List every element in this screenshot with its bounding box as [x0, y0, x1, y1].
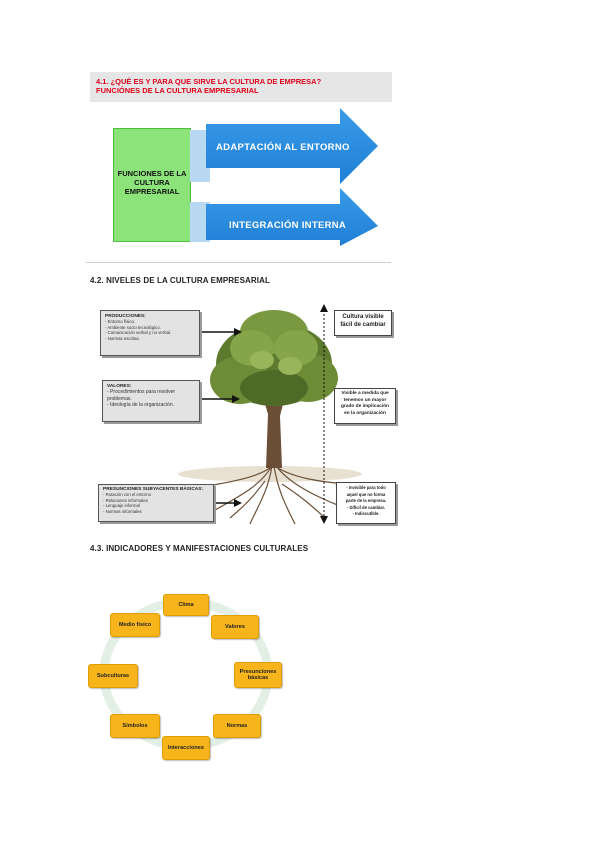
invisible-culture-line: - Difícil de cambiar. [346, 504, 386, 510]
visible-culture-line: Cultura visible [342, 314, 384, 320]
arrow-adaptacion-label: ADAPTACIÓN AL ENTORNO [216, 142, 350, 153]
tree-trunk [262, 386, 286, 468]
arrow-connector-bottom [190, 202, 210, 242]
valores-box: VALORES: - Procedimientos para resolver … [102, 380, 200, 422]
node-valores: Valores [211, 615, 259, 639]
node-normas: Normas [213, 714, 261, 738]
presunciones-item: - Normas informales [103, 508, 142, 514]
invisible-culture-line: - Invisible para todo [346, 485, 386, 490]
presunciones-item: - Rotación con el entorno [103, 492, 152, 497]
invisible-culture-box: - Invisible para todo aquel que no forma… [336, 482, 396, 524]
tree-canopy [210, 310, 338, 406]
node-simbolos: Símbolos [110, 714, 160, 738]
presunciones-item: - Lenguaje informal [103, 503, 140, 509]
implication-box: Visible a medida que tenemos un mayor gr… [334, 388, 396, 424]
section-41-heading-line2: FUNCIÓNES DE LA CULTURA EMPRESARIAL [96, 86, 259, 95]
invisible-culture-line: aquel que no forma [346, 491, 386, 497]
node-presunciones-line1: Presunciones [239, 668, 277, 675]
culture-levels-diagram: PRODUCCIONES: - Entorno físico. - Ambien… [90, 296, 400, 528]
producciones-item: - Ambiente socio tecnológico. [105, 324, 161, 330]
functions-box: FUNCIONES DE LA CULTURA EMPRESARIAL [113, 128, 191, 242]
implication-line: grado de implicación [341, 404, 389, 410]
valores-title: VALORES: [107, 384, 132, 389]
node-subculturas: Subculturas [88, 664, 138, 688]
node-interacciones: Interacciones [162, 736, 210, 760]
section-43-heading: 4.3. INDICADORES Y MANIFESTACIONES CULTU… [90, 544, 309, 553]
node-medio-fisico: Medio físico [110, 613, 160, 637]
producciones-item: - Entorno físico. [105, 319, 136, 324]
level-pointer-arrows [200, 328, 242, 507]
visible-culture-line: fácil de cambiar [340, 322, 386, 328]
valores-item: problemas. [107, 395, 132, 402]
presunciones-item: - Relaciones informales [103, 497, 148, 503]
valores-item: - Procedimientos para resolver [107, 389, 176, 395]
functions-box-line3: EMPRESARIAL [124, 187, 180, 196]
producciones-title: PRODUCCIONES: [105, 314, 146, 319]
arrow-connector-top [190, 130, 210, 182]
section-41-heading-box: 4.1. ¿QUÉ ES Y PARA QUE SIRVE LA CULTURA… [90, 72, 392, 102]
valores-item: - Ideología de la organización. [107, 402, 174, 408]
section-41-heading-line1: 4.1. ¿QUÉ ES Y PARA QUE SIRVE LA CULTURA… [96, 77, 322, 86]
arrows-graphic [190, 108, 378, 246]
arrow-adaptacion [206, 108, 378, 184]
implication-line: Visible a medida que [341, 391, 389, 396]
node-presunciones-line2: básicas [247, 675, 269, 681]
functions-box-line2: CULTURA [134, 178, 170, 187]
producciones-item: - Comunicación verbal y no verbal. [105, 330, 172, 336]
presunciones-title: PRESUNCIONES SUBYACENTES BÁSICAS: [103, 487, 204, 492]
presunciones-box: PRESUNCIONES SUBYACENTES BÁSICAS: - Rota… [98, 484, 214, 522]
producciones-box: PRODUCCIONES: - Entorno físico. - Ambien… [100, 310, 200, 356]
section-42-heading: 4.2. NIVELES DE LA CULTURA EMPRESARIAL [90, 276, 270, 285]
invisible-culture-line: - Indiscutible. [352, 511, 380, 517]
invisible-culture-line: parte de la empresa. [345, 498, 387, 504]
node-clima: Clima [163, 594, 209, 616]
functions-box-line1: FUNCIONES DE LA [117, 169, 187, 178]
producciones-item: - Normas escritas. [105, 335, 140, 341]
section-41-divider [86, 262, 391, 263]
arrow-integracion [206, 188, 378, 246]
implication-line: tenemos un mayor [343, 397, 387, 403]
tree-illustration [178, 304, 362, 525]
implication-line: en la organización [344, 410, 386, 416]
arrow-integracion-label: INTEGRACIÓN INTERNA [229, 220, 347, 231]
visible-culture-box: Cultura visible fácil de cambiar [334, 310, 392, 336]
